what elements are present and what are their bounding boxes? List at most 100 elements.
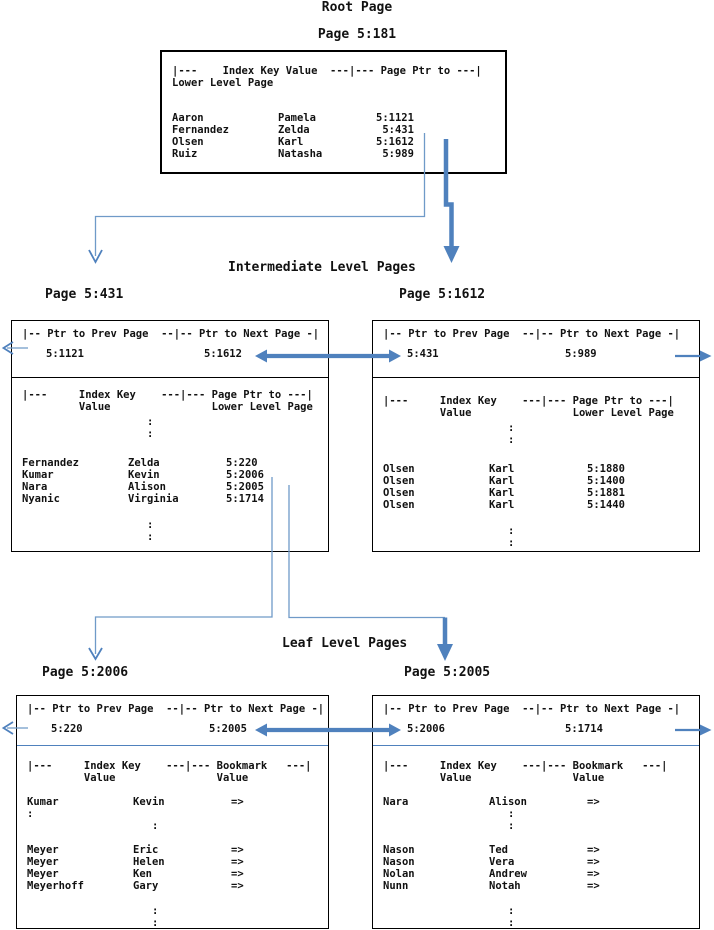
cell-c1: Nara: [383, 796, 409, 808]
cell-c2: :: [489, 820, 515, 832]
cell-c2: :: [489, 525, 515, 537]
cell-c3: [587, 525, 699, 537]
dots-bottom: : :: [17, 905, 328, 929]
cell-c3: 5:1121: [376, 112, 414, 124]
cell-c1: [383, 525, 489, 537]
prev-page-ptr: 5:1121: [46, 348, 84, 360]
cell-c2: :: [489, 917, 515, 929]
cell-c1: [22, 428, 128, 440]
cell-c3: [231, 820, 328, 832]
cell-c3: =>: [587, 844, 600, 856]
cell-c3: =>: [231, 868, 244, 880]
key-header-line2: Value Value: [27, 772, 249, 784]
key-header-line1: |--- Index Key ---|--- Page Ptr to ---|: [383, 395, 674, 407]
prev-page-ptr: 5:431: [407, 348, 439, 360]
cell-c1: [383, 537, 489, 549]
divider: [373, 745, 699, 746]
ptr-header: |-- Ptr to Prev Page --|-- Ptr to Next P…: [383, 328, 681, 340]
cell-c3: [231, 917, 328, 929]
cell-c2: :: [489, 434, 515, 446]
cell-c3: =>: [587, 880, 600, 892]
dots-bottom: : :: [373, 905, 699, 929]
cell-c3: [587, 537, 699, 549]
page-2005-label: Page 5:2005: [404, 665, 491, 680]
cell-c1: [27, 832, 133, 844]
table-row: :: [373, 525, 699, 537]
cell-c3: [587, 820, 699, 832]
cell-c2: Kevin: [133, 796, 165, 808]
next-page-ptr: 5:2005: [209, 723, 247, 735]
cell-c3: [587, 434, 699, 446]
cell-c2: :: [128, 416, 154, 428]
cell-c3: [587, 422, 699, 434]
leaf-page-2005-box: |-- Ptr to Prev Page --|-- Ptr to Next P…: [372, 695, 700, 929]
cell-c2: :: [133, 820, 159, 832]
cell-c1: [27, 917, 133, 929]
table-row: Olsen Karl 5:1612: [162, 136, 505, 148]
cell-c2: Helen: [133, 856, 165, 868]
cell-c3: 5:1880: [587, 463, 625, 475]
cell-c2: :: [133, 917, 159, 929]
table-row: :: [12, 531, 328, 543]
cell-c1: Olsen: [383, 487, 415, 499]
key-header-line2: Value Lower Level Page: [22, 401, 313, 413]
cell-c1: Olsen: [172, 136, 204, 148]
cell-c1: Meyer: [27, 856, 59, 868]
arrowhead-page-1612-next: [700, 350, 712, 362]
cell-c1: Olsen: [383, 499, 415, 511]
table-row: [17, 832, 328, 844]
cell-c3: 5:1714: [226, 493, 264, 505]
root-page-box: |--- Index Key Value ---|--- Page Ptr to…: [160, 50, 507, 174]
cell-c1: [383, 434, 489, 446]
table-row: :: [12, 428, 328, 440]
cell-c2: Vera: [489, 856, 515, 868]
ptr-header: |-- Ptr to Prev Page --|-- Ptr to Next P…: [27, 703, 325, 715]
arrowhead-page-2006: [88, 647, 103, 661]
leaf-section-label: Leaf Level Pages: [282, 636, 408, 651]
cell-c1: Meyer: [27, 844, 59, 856]
cell-c1: Nunn: [383, 880, 409, 892]
cell-c1: Olsen: [383, 475, 415, 487]
cell-c2: Karl: [278, 136, 304, 148]
cell-c3: =>: [587, 868, 600, 880]
cell-c2: Alison: [128, 481, 166, 493]
next-page-ptr: 5:989: [565, 348, 597, 360]
ptr-values: 5:1121 5:1612: [12, 348, 328, 360]
cell-c3: [231, 905, 328, 917]
divider: [373, 377, 699, 378]
table-row: :: [17, 905, 328, 917]
table-row: [373, 832, 699, 844]
ptr-header: |-- Ptr to Prev Page --|-- Ptr to Next P…: [383, 703, 681, 715]
cell-c3: 5:1612: [376, 136, 414, 148]
ptr-values: 5:220 5:2005: [17, 723, 328, 735]
cell-c1: Ruiz: [172, 148, 198, 160]
cell-c3: [231, 808, 328, 820]
cell-c1: Kumar: [27, 796, 59, 808]
cell-c1: Fernandez: [172, 124, 229, 136]
cell-c1: [27, 820, 133, 832]
cell-c2: :: [489, 422, 515, 434]
table-row: :: [373, 434, 699, 446]
dots-bottom: : :: [12, 519, 328, 543]
cell-c3: 5:1440: [587, 499, 625, 511]
dots-top: : :: [12, 416, 328, 440]
root-key-header-line1: |--- Index Key Value ---|--- Page Ptr to…: [172, 65, 482, 77]
cell-c2: [133, 832, 231, 844]
cell-c2: Kevin: [128, 469, 160, 481]
next-page-ptr: 5:1714: [565, 723, 603, 735]
